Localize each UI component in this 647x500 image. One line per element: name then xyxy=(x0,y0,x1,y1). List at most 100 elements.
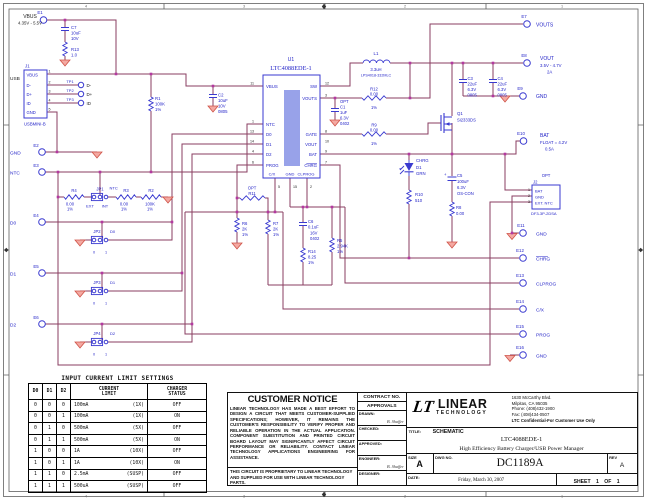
label-zone-bot-4: 4 xyxy=(85,495,87,499)
label-c5-plus: + xyxy=(444,172,447,177)
junction-dot xyxy=(149,170,153,174)
label-jp1-int: INT xyxy=(102,204,109,209)
cell-d0: 0 xyxy=(28,410,43,424)
cell-d2: 0 xyxy=(56,468,71,482)
cell-limit: 500mA(5X) xyxy=(70,433,148,447)
label-c5-ref: C5 xyxy=(457,173,463,178)
label-u1-pin-d0: D0 xyxy=(266,132,272,137)
cell-d1: 0 xyxy=(42,445,57,458)
cell-d2: 1 xyxy=(56,433,71,447)
label-u1-num-15: 15 xyxy=(293,185,297,189)
cell-limit: 500mA(5X) xyxy=(70,422,148,435)
j2-battery-connector-body xyxy=(531,184,561,210)
label-net-ntc: NTC xyxy=(10,171,20,177)
label-c5-val: 100uF xyxy=(457,179,469,184)
label-u1-pin-chrg: CHRG xyxy=(304,163,317,168)
approval-row: DRAWN: B. Shaffer xyxy=(357,411,406,426)
sym-jp1 xyxy=(90,192,109,202)
label-zone-bot-1: 1 xyxy=(561,495,563,499)
cell-status: OFF xyxy=(147,422,207,435)
label-net-d1: D1 xyxy=(10,272,16,278)
label-c3-volt: 6.3V xyxy=(468,87,477,92)
label-r12-tol: 1% xyxy=(371,105,377,110)
label-net-gnd-e9: GND xyxy=(536,94,548,100)
sym-jp2 xyxy=(90,235,109,245)
label-jp4-1: 1 xyxy=(105,353,107,357)
sym-r9 xyxy=(361,131,387,137)
label-r1-val: 100K xyxy=(155,102,165,107)
sym-gnd-r2 xyxy=(162,196,174,204)
label-d1-ref: D1 xyxy=(416,165,422,170)
label-u1-pin-prog: PROG xyxy=(266,163,279,168)
label-j2-num-1: 1 xyxy=(528,188,530,192)
sym-r10 xyxy=(405,189,413,205)
label-vout-range: 3.5V - 4.7V xyxy=(540,63,562,68)
label-zone-bot-2: 2 xyxy=(404,495,406,499)
label-jp1-ref: JP1 xyxy=(96,187,104,192)
label-r14-tol: 1% xyxy=(308,260,314,265)
cell-d0: 0 xyxy=(28,433,43,447)
label-e9-label: E9 xyxy=(517,86,523,91)
label-jp3-0: 0 xyxy=(93,302,95,306)
sym-e13 xyxy=(519,279,527,287)
label-jp4-0: 0 xyxy=(93,353,95,357)
label-u1-num-4: 4 xyxy=(252,150,254,154)
label-net-cx: C/X xyxy=(536,308,545,314)
label-r1-tol: 1% xyxy=(155,107,161,112)
label-u1-pin-vbus: VBUS xyxy=(266,84,278,89)
junction-dot xyxy=(63,18,67,22)
sym-r6 xyxy=(233,217,241,233)
junction-dot xyxy=(98,170,102,174)
sym-r13 xyxy=(61,41,69,57)
junction-dot xyxy=(55,150,59,154)
cell-d2: 1 xyxy=(56,480,71,493)
frame-marker-bottom xyxy=(321,491,327,498)
sym-e14 xyxy=(519,305,527,313)
sym-q1 xyxy=(440,113,452,133)
label-jp3-ref: JP3 xyxy=(93,280,101,285)
label-net-id: ID xyxy=(87,101,91,106)
title-label: TITLE: xyxy=(408,429,422,434)
cell-d2: 1 xyxy=(56,410,71,424)
label-vout-cur: 2A xyxy=(547,70,552,75)
label-r7-ref: R7 xyxy=(273,221,279,226)
sym-e10 xyxy=(519,137,528,145)
label-net-gnd-e11: GND xyxy=(536,232,547,238)
label-u1-num-2: 2 xyxy=(310,185,312,189)
label-e3-label: E3 xyxy=(33,163,39,168)
label-r2-tol: 1% xyxy=(147,207,153,212)
sym-e11 xyxy=(519,229,527,237)
cell-d0: 1 xyxy=(28,456,43,470)
cell-d0: 0 xyxy=(28,399,43,412)
label-u1-num-7: 7 xyxy=(325,161,327,165)
label-r4-ref: R4 xyxy=(71,188,77,193)
cell-d0: 1 xyxy=(28,445,43,458)
sym-r7 xyxy=(264,219,272,235)
label-c7-ref: C7 xyxy=(71,25,77,30)
label-c4-ref: C4 xyxy=(498,76,504,81)
junction-dot xyxy=(461,61,465,65)
dwg-no-label: DWG NO. xyxy=(435,455,453,460)
sym-e3 xyxy=(38,168,46,176)
sym-r2 xyxy=(140,194,162,200)
label-net-dm: D- xyxy=(87,83,92,88)
cell-status: OFF xyxy=(147,445,207,458)
junction-dot xyxy=(149,72,153,76)
junction-dot xyxy=(235,210,239,214)
label-c2-pkg: 0805 xyxy=(218,109,228,114)
label-q1-part: Si2333DS xyxy=(457,118,476,123)
label-r14-val: 8.25 xyxy=(308,255,317,260)
label-j1-num-5: 5 xyxy=(49,108,51,112)
approvals-block: CONTRACT NO. APPROVALS DRAWN: B. Shaffer… xyxy=(356,392,407,486)
label-tp1-label: TP1 xyxy=(66,79,74,84)
label-j2-pin-bat: BAT xyxy=(535,189,543,194)
label-net-vbus: VBUS xyxy=(23,14,37,20)
label-net-gnd-e16: GND xyxy=(536,354,547,360)
label-r2-val: 100K xyxy=(145,202,155,207)
cell-limit: 2.5mA(SUSP) xyxy=(70,468,148,482)
label-e7-label: E7 xyxy=(521,14,527,19)
sym-gnd-r13 xyxy=(59,59,71,67)
label-c4-val: 22uF xyxy=(498,82,508,87)
